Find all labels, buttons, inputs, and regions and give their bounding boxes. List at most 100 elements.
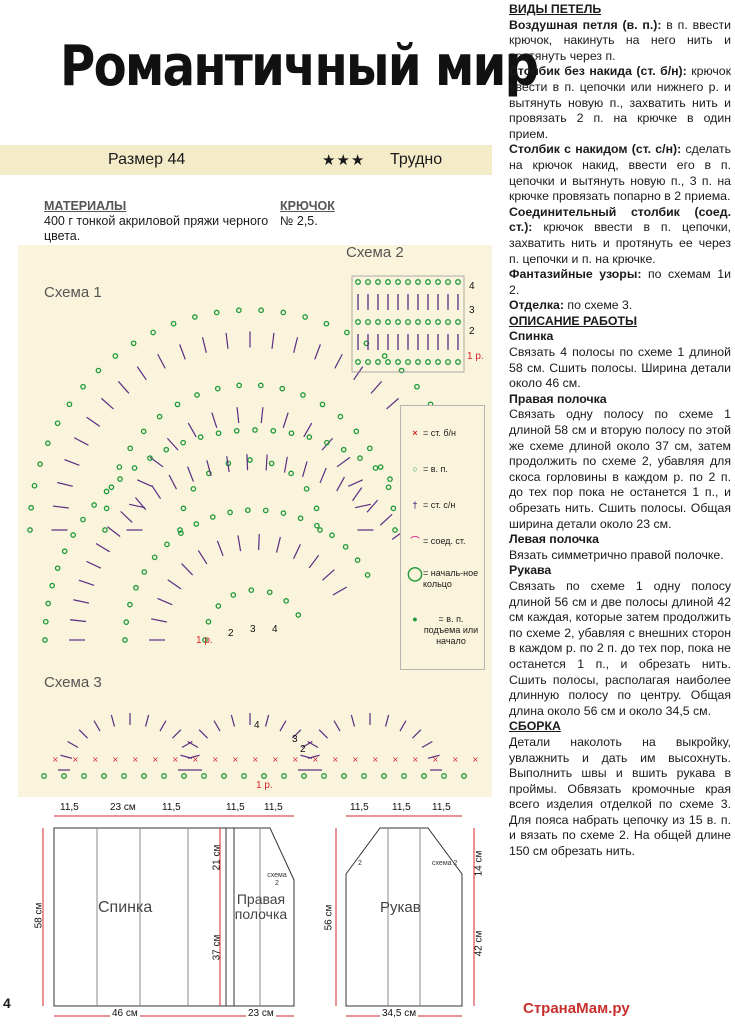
back-top-3: 11,5	[162, 802, 181, 813]
scheme2-label: Схема 2	[346, 244, 404, 261]
chain-stitch-mark	[164, 541, 170, 548]
double-crochet-mark	[198, 729, 208, 739]
chain-stitch-mark	[66, 401, 73, 408]
chain-stitch-mark	[91, 502, 97, 508]
chain-stitch-mark	[342, 543, 349, 550]
chain-stitch-mark	[366, 445, 373, 452]
chain-stitch-mark	[425, 279, 431, 285]
chain-stitch-mark	[81, 773, 87, 779]
chain-stitch-mark	[27, 527, 33, 533]
chain-stitch-mark	[455, 319, 461, 325]
double-crochet-mark	[136, 479, 153, 487]
chain-stitch-mark	[295, 612, 302, 618]
double-crochet-mark	[78, 729, 88, 739]
double-crochet-mark	[73, 437, 89, 446]
double-crochet-mark	[293, 337, 299, 353]
double-crochet-mark	[187, 740, 199, 749]
patterns: 11,5 23 см 11,5 58 см 46 см Спинка 11,5 …	[33, 802, 492, 1024]
double-crochet-mark	[301, 740, 313, 749]
scheme1-row3: 3	[250, 624, 256, 635]
chain-stitch-mark	[163, 446, 170, 453]
chain-stitch-mark	[252, 427, 258, 433]
chain-stitch-mark	[95, 367, 102, 374]
chain-stitch-mark	[45, 600, 52, 607]
page-number: 4	[3, 995, 11, 1011]
scheme3-row3: 3	[292, 734, 298, 745]
chain-stitch-mark	[174, 401, 181, 408]
chain-stitch-mark	[455, 359, 461, 365]
double-crochet-mark	[355, 503, 371, 509]
chain-stitch-mark	[156, 413, 163, 420]
double-crochet-mark	[187, 466, 194, 482]
chain-stitch-mark	[230, 592, 237, 598]
double-crochet-mark	[279, 720, 287, 732]
chain-stitch-mark	[192, 314, 198, 320]
double-crochet-mark	[319, 467, 327, 484]
chain-stitch-mark	[103, 488, 110, 495]
double-crochet-mark	[332, 586, 348, 596]
chain-stitch-mark	[190, 486, 197, 492]
double-crochet-mark	[180, 754, 193, 759]
legend: × = ст. б/н ○ = в. п. † = ст. с/н ⌒ = со…	[400, 405, 485, 670]
chain-stitch-mark	[101, 773, 107, 779]
chain-stitch-mark	[130, 340, 137, 347]
double-crochet-mark	[57, 481, 73, 487]
chain-stitch-mark	[425, 359, 431, 365]
desc-heading: ОПИСАНИЕ РАБОТЫ	[509, 313, 637, 328]
chain-stitch-mark	[364, 572, 371, 578]
sleeve-side-right-top: 14 см	[473, 850, 485, 877]
double-crochet-mark	[386, 397, 399, 410]
double-crochet-mark	[230, 714, 236, 727]
double-crochet-mark	[379, 513, 393, 526]
chain-stitch-mark	[61, 548, 68, 555]
legend-soed: ⌒ = соед. ст.	[407, 536, 465, 547]
chain-stitch-mark	[280, 510, 287, 516]
chain-stitch-mark	[321, 773, 327, 779]
chain-stitch-mark	[42, 637, 48, 643]
double-crochet-mark	[350, 714, 356, 727]
chain-stitch-mark	[398, 367, 405, 374]
chain-stitch-mark	[244, 507, 251, 514]
fantasy-definition: Фантазийные узоры: по схемам 1и 2.	[509, 267, 731, 297]
chain-stitch-mark	[372, 465, 379, 471]
sleeve-top-1: 11,5	[350, 802, 369, 813]
chain-stitch-mark	[227, 509, 233, 516]
chain-stitch-mark	[268, 460, 275, 467]
double-crochet-mark	[52, 505, 69, 509]
front-side-bottom: 37 см	[211, 934, 223, 961]
double-crochet-mark	[246, 454, 249, 471]
chain-stitch-mark	[341, 773, 347, 779]
double-crochet-mark	[167, 579, 182, 590]
soed-definition: Соединительный столбик (соед. ст.): крюч…	[509, 204, 731, 266]
chain-stitch-mark	[180, 505, 187, 512]
vp-definition: Воздушная петля (в. п.): в п. ввести крю…	[509, 17, 732, 63]
back-heading: Спинка	[509, 329, 554, 344]
scheme1-row1: 1 р.	[196, 635, 213, 646]
chain-stitch-mark	[375, 359, 381, 365]
double-crochet-mark	[166, 437, 179, 451]
double-crochet-mark	[110, 714, 116, 727]
single-crochet-mark: ×	[472, 755, 479, 764]
cross-icon: ×	[412, 428, 418, 438]
chain-stitch-mark	[455, 279, 461, 285]
double-crochet-mark	[275, 536, 281, 553]
chain-stitch-mark	[329, 532, 335, 539]
chain-stitch-mark	[361, 773, 367, 779]
sleeve-inset-left: 2	[358, 860, 362, 867]
chain-stitch-mark	[385, 484, 392, 491]
double-crochet-mark	[333, 720, 341, 732]
right-front-heading: Правая полочка	[509, 391, 607, 406]
chain-stitch-mark	[80, 383, 86, 390]
chain-stitch-mark	[141, 569, 148, 575]
chain-stitch-mark	[80, 516, 86, 523]
double-crochet-mark	[95, 542, 110, 553]
chain-stitch-mark	[392, 527, 398, 533]
chain-stitch-mark	[385, 319, 391, 325]
chain-stitch-mark	[375, 279, 381, 285]
single-crochet-mark: ×	[352, 755, 359, 764]
chain-stitch-mark	[340, 446, 347, 453]
single-crochet-mark: ×	[372, 755, 379, 764]
chain-stitch-mark	[365, 319, 371, 325]
chain-stitch-mark	[281, 773, 287, 779]
